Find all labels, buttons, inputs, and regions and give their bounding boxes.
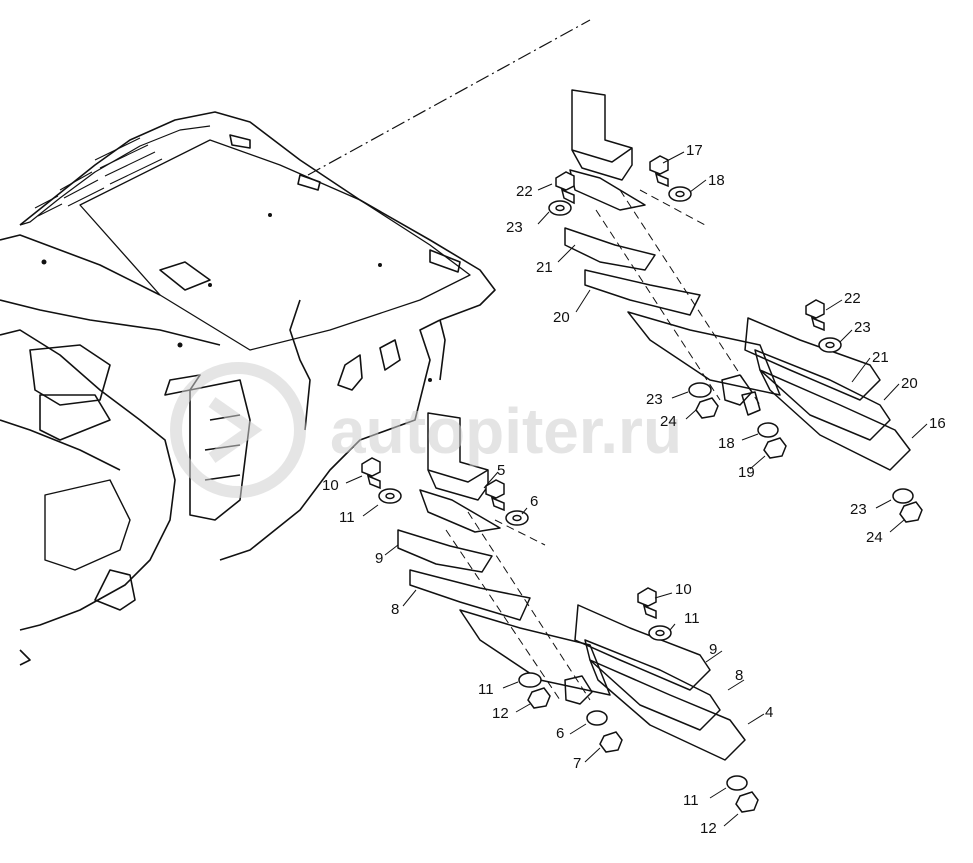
upper-spring-plate-d — [744, 317, 881, 401]
callout-11: 11 — [478, 681, 494, 698]
bolt-5 — [485, 479, 505, 512]
callout-5: 5 — [497, 462, 505, 479]
upper-spring-plate-b — [584, 269, 701, 316]
watermark-text: autopiter.ru — [330, 395, 682, 467]
callout-11: 11 — [683, 792, 699, 809]
watermark: autopiter.ru — [170, 362, 682, 498]
callout-24: 24 — [660, 413, 677, 430]
callout-23: 23 — [850, 501, 867, 518]
callout-9: 9 — [375, 550, 383, 567]
washer-11d — [726, 775, 748, 791]
callout-23: 23 — [854, 319, 871, 336]
callout-8: 8 — [391, 601, 399, 618]
callout-24: 24 — [866, 529, 883, 546]
washer-23c — [688, 382, 712, 398]
lower-spring-plate-b — [409, 569, 531, 621]
bolt-22b — [805, 299, 825, 332]
callout-9: 9 — [709, 641, 717, 658]
nut-24b — [899, 501, 923, 523]
callout-20: 20 — [901, 375, 918, 392]
lower-spring-plate-a — [397, 529, 493, 573]
callout-4: 4 — [765, 704, 773, 721]
callout-12: 12 — [700, 820, 717, 837]
callout-22: 22 — [844, 290, 861, 307]
callout-18: 18 — [708, 172, 725, 189]
callout-22: 22 — [516, 183, 533, 200]
callout-23: 23 — [646, 391, 663, 408]
lower-spring-plate-c — [459, 609, 611, 696]
callout-23: 23 — [506, 219, 523, 236]
nut-7 — [599, 731, 623, 753]
callout-19: 19 — [738, 464, 755, 481]
callout-6: 6 — [530, 493, 538, 510]
washer-6b — [586, 710, 608, 726]
leader-lines — [345, 151, 928, 827]
nut-12b — [735, 791, 759, 813]
upper-spring-plate-a — [564, 227, 656, 271]
cab-body — [0, 19, 591, 666]
callout-11: 11 — [684, 610, 700, 627]
bolt-22a — [555, 171, 575, 205]
upper-fasteners — [548, 155, 923, 523]
washer-23d — [892, 488, 914, 504]
lower-plate — [419, 489, 501, 533]
callout-18: 18 — [718, 435, 735, 452]
lower-mount-assembly — [397, 412, 746, 761]
callout-10: 10 — [322, 477, 339, 494]
bolt-10a — [361, 457, 381, 490]
bolt-17 — [649, 155, 669, 188]
callout-6: 6 — [556, 725, 564, 742]
callout-20: 20 — [553, 309, 570, 326]
callout-21: 21 — [536, 259, 553, 276]
callout-21: 21 — [872, 349, 889, 366]
upper-spring-plate-c — [627, 311, 781, 396]
callout-12: 12 — [492, 705, 509, 722]
lower-spring-plate-d — [574, 604, 711, 691]
callout-16: 16 — [929, 415, 946, 432]
nut-24a — [695, 397, 719, 419]
callout-17: 17 — [686, 142, 703, 159]
washer-18b — [757, 422, 779, 438]
callout-7: 7 — [573, 755, 581, 772]
nut-12a — [527, 687, 551, 709]
upper-mount-assembly — [564, 89, 911, 471]
nut-19 — [763, 437, 787, 459]
lower-fasteners — [361, 457, 759, 813]
callout-labels: 17 18 22 23 21 20 22 23 21 20 23 24 18 1… — [322, 142, 946, 837]
callout-8: 8 — [735, 667, 743, 684]
bolt-10b — [637, 587, 657, 620]
upper-bracket — [571, 89, 633, 181]
washer-11c — [518, 672, 542, 688]
callout-11: 11 — [339, 509, 355, 526]
callout-10: 10 — [675, 581, 692, 598]
